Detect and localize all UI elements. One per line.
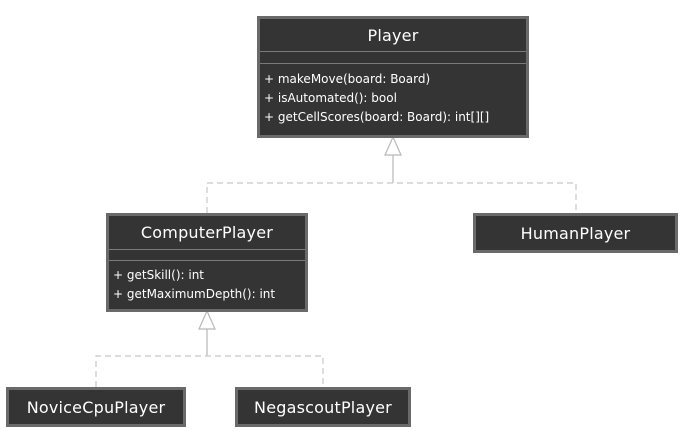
class-name: NoviceCpuPlayer bbox=[26, 397, 166, 417]
class-novice-cpu-player[interactable]: NoviceCpuPlayer bbox=[6, 387, 186, 427]
class-methods: + getSkill(): int + getMaximumDepth(): i… bbox=[109, 261, 305, 304]
method: + getCellScores(board: Board): int[][] bbox=[264, 110, 490, 124]
realization-arrowhead-player bbox=[384, 135, 402, 156]
method: + isAutomated(): bool bbox=[264, 91, 397, 105]
class-name: ComputerPlayer bbox=[140, 223, 274, 242]
class-separator bbox=[109, 260, 305, 261]
realization-branch-player bbox=[206, 182, 577, 213]
class-name: HumanPlayer bbox=[520, 223, 631, 243]
class-name: NegascoutPlayer bbox=[254, 397, 392, 417]
class-human-player[interactable]: HumanPlayer bbox=[473, 213, 678, 253]
class-separator bbox=[260, 51, 526, 52]
method: + makeMove(board: Board) bbox=[264, 72, 431, 86]
class-separator bbox=[260, 63, 526, 64]
class-computer-player[interactable]: ComputerPlayer + getSkill(): int + getMa… bbox=[106, 213, 308, 312]
realization-arrowhead-computer-player bbox=[198, 309, 216, 330]
realization-branch-computer-player bbox=[95, 355, 324, 387]
method: + getSkill(): int bbox=[113, 268, 205, 282]
class-player[interactable]: Player + makeMove(board: Board) + isAuto… bbox=[257, 16, 529, 138]
class-name: Player bbox=[367, 25, 419, 45]
class-negascout-player[interactable]: NegascoutPlayer bbox=[235, 387, 411, 427]
class-separator bbox=[109, 249, 305, 250]
method: + getMaximumDepth(): int bbox=[113, 287, 276, 301]
class-methods: + makeMove(board: Board) + isAutomated()… bbox=[260, 64, 526, 127]
